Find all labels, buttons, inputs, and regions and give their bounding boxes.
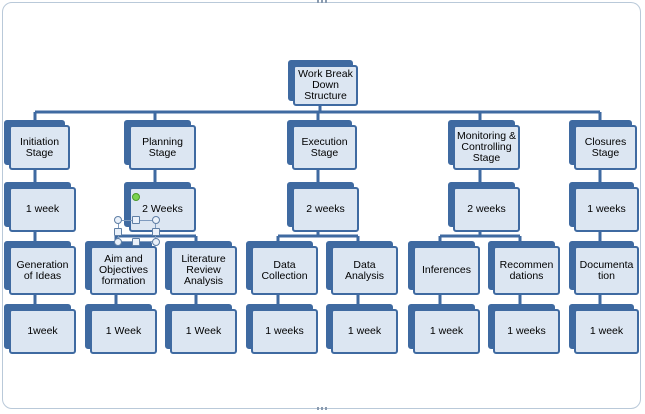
task-label: Documenta tion [579,258,634,282]
selection-handle[interactable] [114,238,122,246]
duration-label: 2 Weeks [142,203,183,215]
duration-label: 1 week [589,325,624,337]
task-duration[interactable]: 1 week [408,304,480,354]
task-node[interactable]: Documenta tion [569,241,639,295]
task-node[interactable]: Data Collection [246,241,318,295]
task-node[interactable]: Literature Review Analysis [165,241,237,295]
task-duration[interactable]: 1 week [569,304,639,354]
task-duration[interactable]: 1week [4,304,76,354]
duration-label: 1 weeks [507,325,546,337]
canvas-bottom-resize-handle[interactable] [317,407,327,410]
stage-duration-closures[interactable]: 1 weeks [569,182,639,232]
stage-node-planning[interactable]: Planning Stage [124,120,196,170]
duration-label: 1 weeks [587,203,626,215]
stage-label: Planning Stage [142,135,183,159]
task-label: Aim and Objectives formation [98,253,149,287]
duration-label: 1 week [347,325,382,337]
task-label: Generation of Ideas [16,258,69,282]
duration-label: 1 Week [105,325,142,337]
stage-label: Execution Stage [301,135,348,159]
selection-handle[interactable] [152,216,160,224]
task-node[interactable]: Aim and Objectives formation [85,241,157,295]
duration-label: 1 Week [185,325,222,337]
stage-node-closures[interactable]: Closures Stage [569,120,637,170]
task-duration[interactable]: 1 week [326,304,398,354]
stage-duration-execution[interactable]: 2 weeks [287,182,359,232]
stage-duration-monitoring[interactable]: 2 weeks [448,182,520,232]
stage-label: Closures Stage [584,135,627,159]
task-label: Inferences [421,264,472,276]
task-node[interactable]: Generation of Ideas [4,241,76,295]
root-label: Work Break Down Structure [298,68,353,102]
duration-label: 1 week [25,203,60,215]
task-duration[interactable]: 1 Week [165,304,237,354]
selection-handle[interactable] [114,228,122,236]
task-duration[interactable]: 1 weeks [246,304,318,354]
task-label: Data Collection [261,258,308,282]
task-duration[interactable]: 1 weeks [488,304,560,354]
selection-handle[interactable] [152,238,160,246]
canvas-top-resize-handle[interactable] [317,0,327,3]
stage-node-execution[interactable]: Execution Stage [287,120,357,170]
duration-label: 2 weeks [467,203,506,215]
stage-label: Monitoring & Controlling Stage [457,130,516,164]
rotation-handle[interactable] [132,193,140,201]
stage-label: Initiation Stage [19,135,60,159]
duration-label: 2 weeks [306,203,345,215]
stage-node-monitoring[interactable]: Monitoring & Controlling Stage [448,120,520,170]
task-duration[interactable]: 1 Week [85,304,157,354]
selection-handle[interactable] [152,228,160,236]
stage-node-initiation[interactable]: Initiation Stage [4,120,70,170]
task-node[interactable]: Data Analysis [326,241,398,295]
stage-duration-initiation[interactable]: 1 week [4,182,76,232]
task-label: Literature Review Analysis [181,253,226,287]
task-node[interactable]: Recommen dations [488,241,560,295]
selection-handle[interactable] [132,238,140,246]
duration-label: 1 week [429,325,464,337]
duration-label: 1 weeks [265,325,304,337]
selection-handle[interactable] [132,216,140,224]
task-label: Recommen dations [499,258,554,282]
duration-label: 1week [27,325,58,337]
task-node[interactable]: Inferences [408,241,480,295]
root-node[interactable]: Work Break Down Structure [288,60,358,106]
task-label: Data Analysis [344,258,385,282]
selection-handle[interactable] [114,216,122,224]
